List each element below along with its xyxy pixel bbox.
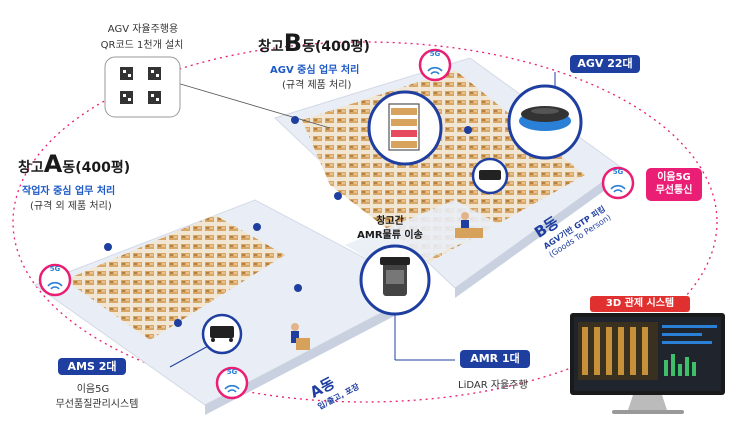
warehouse-a-line1: 작업자 중심 업무 처리 [22, 186, 116, 197]
5g-badge-a-label: 5G [49, 265, 61, 273]
inter-warehouse-line2: AMR물류 이송 [357, 230, 423, 241]
5g-badge-b-label: 5G [429, 50, 441, 58]
agv-count-pill: AGV 22대 [570, 55, 640, 73]
ams-desc-line2: 무선품질관리시스템 [55, 399, 139, 410]
5g-badge-c [215, 366, 249, 400]
3d-control-label: 3D 관제 시스템 [590, 296, 690, 312]
network-ring [12, 41, 718, 403]
warehouse-b-line2: (규격 제품 처리) [282, 80, 352, 91]
amr-desc: LiDAR 자율주행 [458, 380, 528, 391]
warehouse-a-shelves [65, 215, 285, 340]
warehouse-b-suffix: 동(400평) [302, 39, 370, 55]
qr-note-line1: AGV 자율주행용 [107, 24, 179, 35]
5g-wireless-box: 이음5G 무선통신 [646, 168, 702, 201]
warehouse-b-title: 창고B동(400평) [258, 29, 370, 57]
warehouse-a-title: 창고A동(400평) [18, 150, 130, 178]
qr-note-line2: QR코드 1천개 설치 [100, 40, 184, 51]
ams-desc-line1: 이음5G [76, 384, 110, 395]
warehouse-b-line1: AGV 중심 업무 처리 [270, 65, 360, 76]
5g-badge-b [418, 48, 452, 82]
warehouse-a-line2: (규격 외 제품 처리) [30, 201, 112, 212]
5g-badge-a [38, 263, 72, 297]
warehouse-b-prefix: 창고 [258, 39, 284, 55]
ams-count-pill: AMS 2대 [58, 358, 126, 375]
warehouse-b-letter: B [283, 29, 303, 57]
5g-badge-c-label: 5G [226, 368, 238, 376]
control-monitor [570, 313, 725, 414]
qr-code-box [104, 56, 181, 118]
5g-badge-right-label: 5G [612, 168, 624, 176]
amr-count-pill: AMR 1대 [460, 350, 530, 368]
5g-wireless-line2: 무선통신 [655, 185, 693, 196]
5g-wireless-line1: 이음5G [657, 172, 691, 183]
warehouse-a-letter: A [43, 150, 63, 178]
rack-circle [367, 90, 443, 166]
warehouse-a-suffix: 동(400평) [62, 160, 131, 176]
inter-warehouse-line1: 창고간 [376, 216, 404, 227]
5g-badge-right [601, 166, 635, 200]
location-pin-icons [104, 116, 472, 327]
warehouse-a-prefix: 창고 [18, 160, 44, 176]
